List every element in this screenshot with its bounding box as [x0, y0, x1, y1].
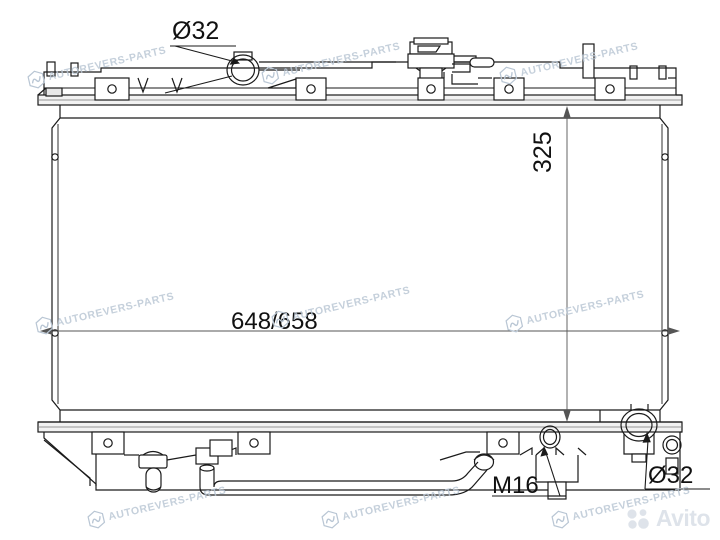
dimension-lines	[40, 106, 680, 422]
lower-tank-group	[37, 404, 683, 500]
dimension-label-diameter-top: Ø32	[172, 17, 220, 45]
drain-plug	[138, 450, 168, 493]
lower-outlet-port	[620, 404, 658, 463]
leader-m16	[492, 446, 561, 497]
lower-hose-run	[195, 447, 495, 496]
dimension-label-width: 648/658	[231, 308, 318, 335]
dimension-height-325	[563, 106, 571, 422]
filler-cap-assembly	[407, 37, 495, 101]
radiator-core	[51, 105, 669, 422]
leader-dia-top	[164, 45, 240, 94]
leader-lines	[164, 45, 710, 497]
upper-tank-group	[37, 37, 683, 106]
dimension-label-diameter-bottom: Ø32	[648, 462, 694, 489]
leader-dia-bottom	[642, 432, 710, 490]
dimension-label-height: 325	[529, 131, 557, 173]
dimension-label-m16: M16	[492, 472, 539, 499]
lower-right-small-port	[662, 435, 682, 475]
